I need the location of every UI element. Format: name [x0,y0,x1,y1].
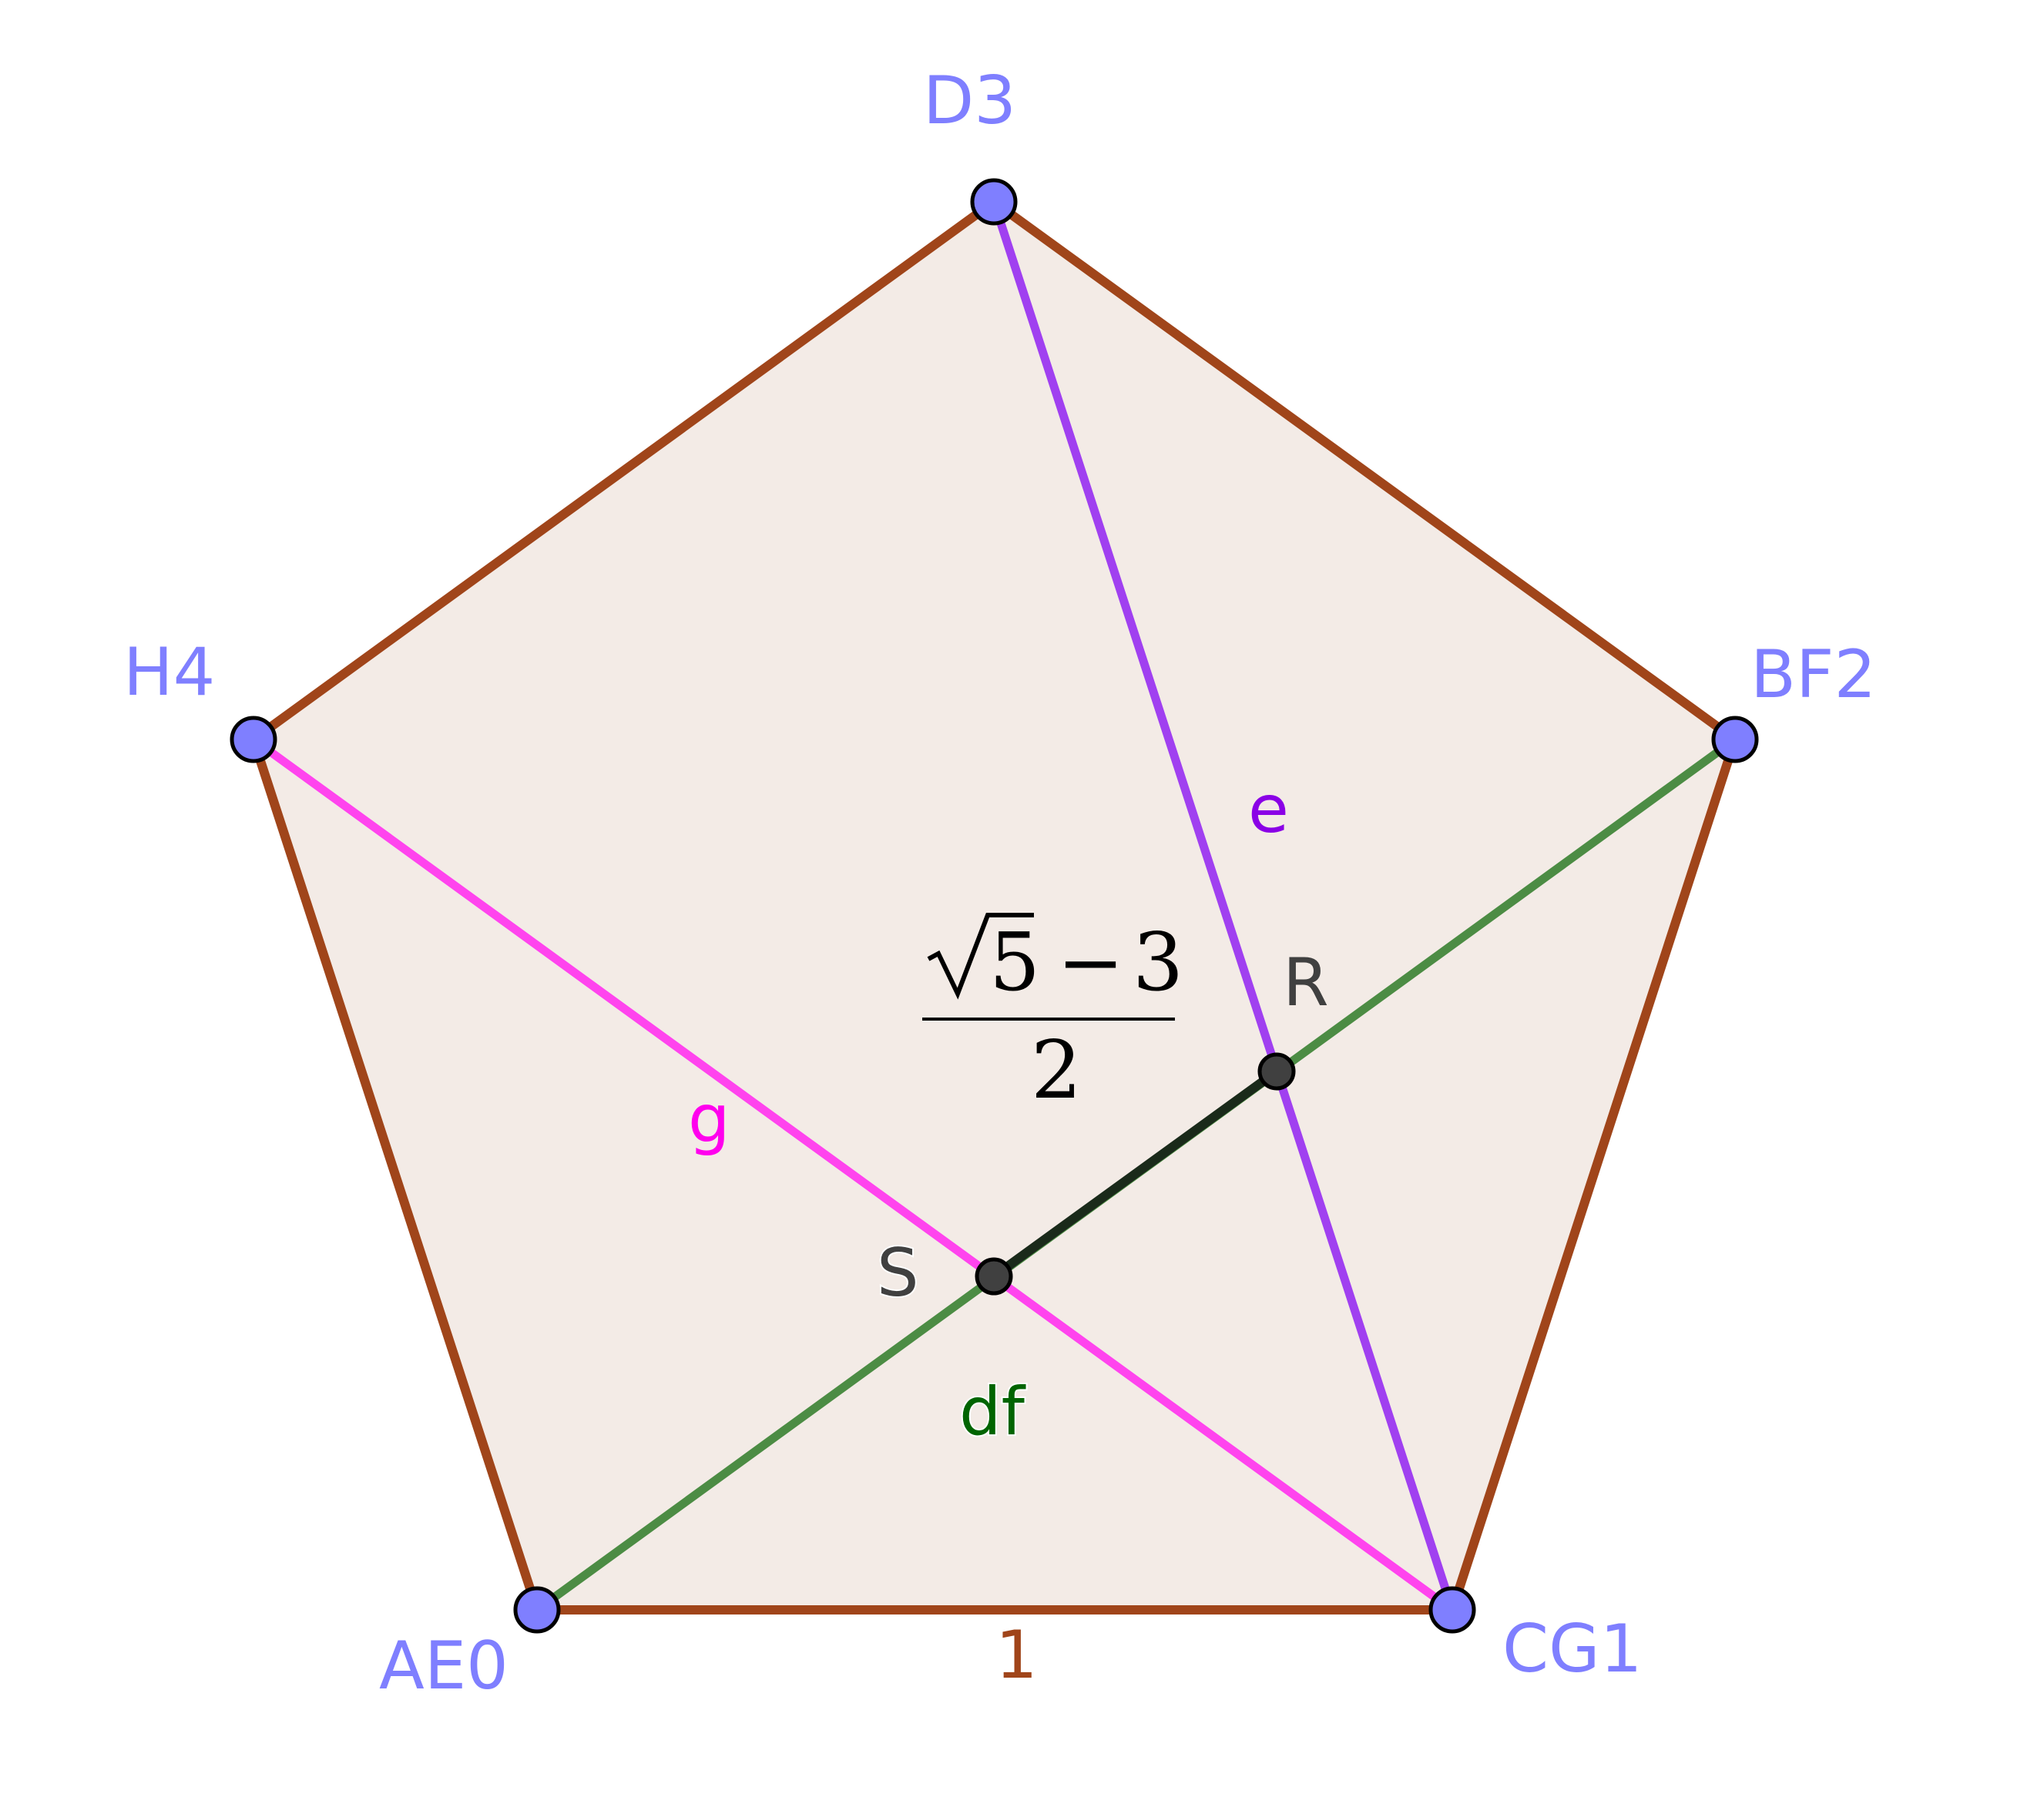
label-s: S [877,1235,919,1312]
pentagon-fill [253,202,1735,1610]
segment-rs [991,1068,1280,1280]
label-cg1: CG1 [1502,1611,1642,1688]
label-e: e [1248,771,1289,848]
label-h4: H4 [123,634,215,711]
label-r: R [1283,944,1329,1021]
point-s[interactable] [975,1257,1013,1296]
point-h4[interactable] [230,716,277,763]
intersection-points [975,1052,1296,1296]
label-ae0: AE0 [379,1628,508,1705]
formula-radicand: 5 [989,915,1040,1009]
label-bf2: BF2 [1750,636,1876,713]
formula-fraction: 5 − 3 2 [922,913,1183,1117]
side-bf2-d3 [989,197,1740,744]
label-side: 1 [995,1617,1038,1694]
pentagon-sides [249,197,1740,1614]
point-r[interactable] [1257,1052,1296,1091]
label-df: df [959,1373,1026,1450]
segment-e [989,200,1457,1611]
formula-denominator: 2 [1031,1023,1082,1117]
side-d3-h4 [249,197,999,744]
label-g: g [688,1081,730,1158]
side-cg1-bf2 [1448,735,1740,1614]
label-d3: D3 [923,62,1016,139]
side-h4-ae0 [249,735,542,1614]
point-cg1[interactable] [1428,1586,1476,1634]
point-ae0[interactable] [513,1586,561,1634]
point-bf2[interactable] [1711,716,1759,763]
point-d3[interactable] [970,178,1018,226]
vertex-points [230,178,1759,1634]
radical-sign [927,913,1034,1000]
formula-minus: − [1057,915,1124,1009]
segment-g [250,736,1455,1614]
formula-subtrahend: 3 [1133,915,1183,1009]
